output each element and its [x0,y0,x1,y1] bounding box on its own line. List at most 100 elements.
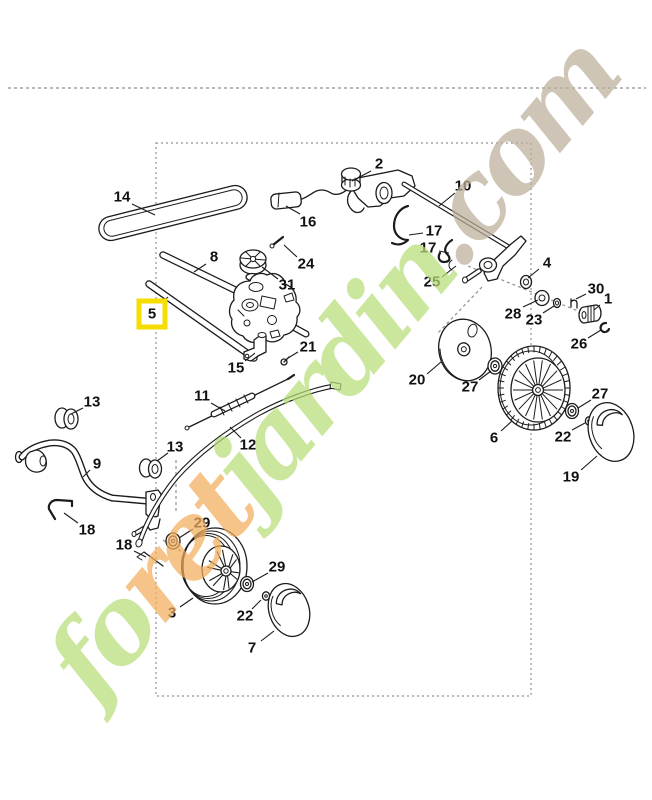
leader-line-9 [82,469,91,478]
leader-line-8 [193,263,207,273]
part-label-2: 2 [375,156,383,173]
part-label-11: 11 [194,388,210,405]
part-3-front-wheel [181,527,248,605]
part-11-cable-spring [184,373,296,431]
part-label-18: 18 [79,522,96,539]
part-14-drive-belt [98,184,248,242]
leader-line-12 [229,426,242,439]
part-29-flange-nut-a [165,532,181,550]
part-label-28: 28 [505,306,522,323]
leader-line-25 [441,265,457,278]
leader-line-2 [351,170,372,182]
leader-line-15 [244,352,256,362]
part-26-clip [599,321,611,334]
part-30-pin [570,298,578,309]
part-18-pin [136,551,164,567]
leader-line-28 [522,299,539,308]
part-31-pulley [239,249,267,275]
part-label-12: 12 [240,437,257,454]
leader-line-21 [287,351,299,359]
part-label-4: 4 [543,255,552,272]
leader-line-14 [131,203,156,216]
leader-line-4 [527,268,540,279]
part-13-bushing-b [138,458,163,479]
part-label-3: 3 [168,605,176,622]
part-label-29: 29 [194,515,211,532]
part-15-bracket [243,332,267,362]
part-label-21: 21 [300,339,317,356]
part-17-spring-b [437,238,454,264]
part-label-27: 27 [592,386,609,403]
part-label-9: 9 [93,456,101,473]
leader-line-18 [133,550,147,558]
leader-line-11 [210,402,226,412]
leader-line-27 [577,399,592,409]
handle-lever-assembly [346,169,416,214]
leader-line-7 [260,630,275,642]
part-label-22: 22 [555,429,572,446]
part-1-pinion-gear [578,304,602,324]
part-label-16: 16 [300,214,317,231]
part-12-rod [135,381,342,548]
part-27-flange-nut-a [487,357,503,375]
part-29-flange-nut-b [239,575,255,593]
leader-line-18 [63,512,79,524]
leader-line-27 [478,370,492,381]
part-label-17: 17 [426,223,443,240]
part-label-13: 13 [167,439,184,456]
leader-line-16 [285,205,301,215]
part-label-26: 26 [571,336,588,353]
part-27-flange-nut-b [564,402,580,420]
leader-line-22 [251,599,262,610]
part-4-washer [519,274,533,290]
leader-line-1 [593,304,601,311]
leader-line-26 [587,329,602,339]
part-13-bushing-a [54,407,79,430]
part-label-1: 1 [604,291,612,308]
leader-line-10 [438,192,456,207]
leader-line-31 [261,266,279,280]
part-19-hub-cap [587,402,635,462]
leader-line-19 [580,455,598,471]
part-label-13: 13 [84,394,101,411]
part-label-15: 15 [228,360,245,377]
part-18-clip [47,498,74,521]
part-label-19: 19 [563,469,580,486]
part-23-washer [552,297,562,309]
part-label-7: 7 [248,640,256,657]
gearbox-assembly [228,272,310,344]
leader-line-30 [575,293,587,300]
part-24-screw [269,235,285,249]
selected-part-highlight-box[interactable] [136,298,168,330]
part-label-14: 14 [114,189,131,206]
part-2-grommet [340,167,362,192]
part-label-5[interactable]: 5 [148,306,156,323]
leader-line-24 [283,244,298,258]
part-label-20: 20 [409,372,426,389]
leader-line-17 [438,250,450,254]
leader-line-13 [70,407,84,415]
part-label-30: 30 [588,281,605,298]
part-label-17: 17 [420,240,437,257]
leader-lines [63,170,602,642]
part-label-29: 29 [269,559,286,576]
part-label-31: 31 [279,277,296,294]
part-5-shaft-selected [145,280,258,362]
part-label-6: 6 [490,430,498,447]
part-7-hub-cap [267,582,311,638]
leader-line-6 [500,420,513,432]
part-label-24: 24 [298,256,315,273]
part-10-handle-bar [401,181,527,284]
part-17-spring-a [390,204,410,246]
part-6-rear-wheel [497,345,571,431]
part-label-22: 22 [237,608,254,625]
leader-line-22 [571,422,586,431]
part-label-23: 23 [526,312,543,329]
part-label-25: 25 [424,274,441,291]
part-label-10: 10 [455,178,472,195]
leader-line-29 [251,572,269,583]
leader-line-20 [426,361,442,375]
